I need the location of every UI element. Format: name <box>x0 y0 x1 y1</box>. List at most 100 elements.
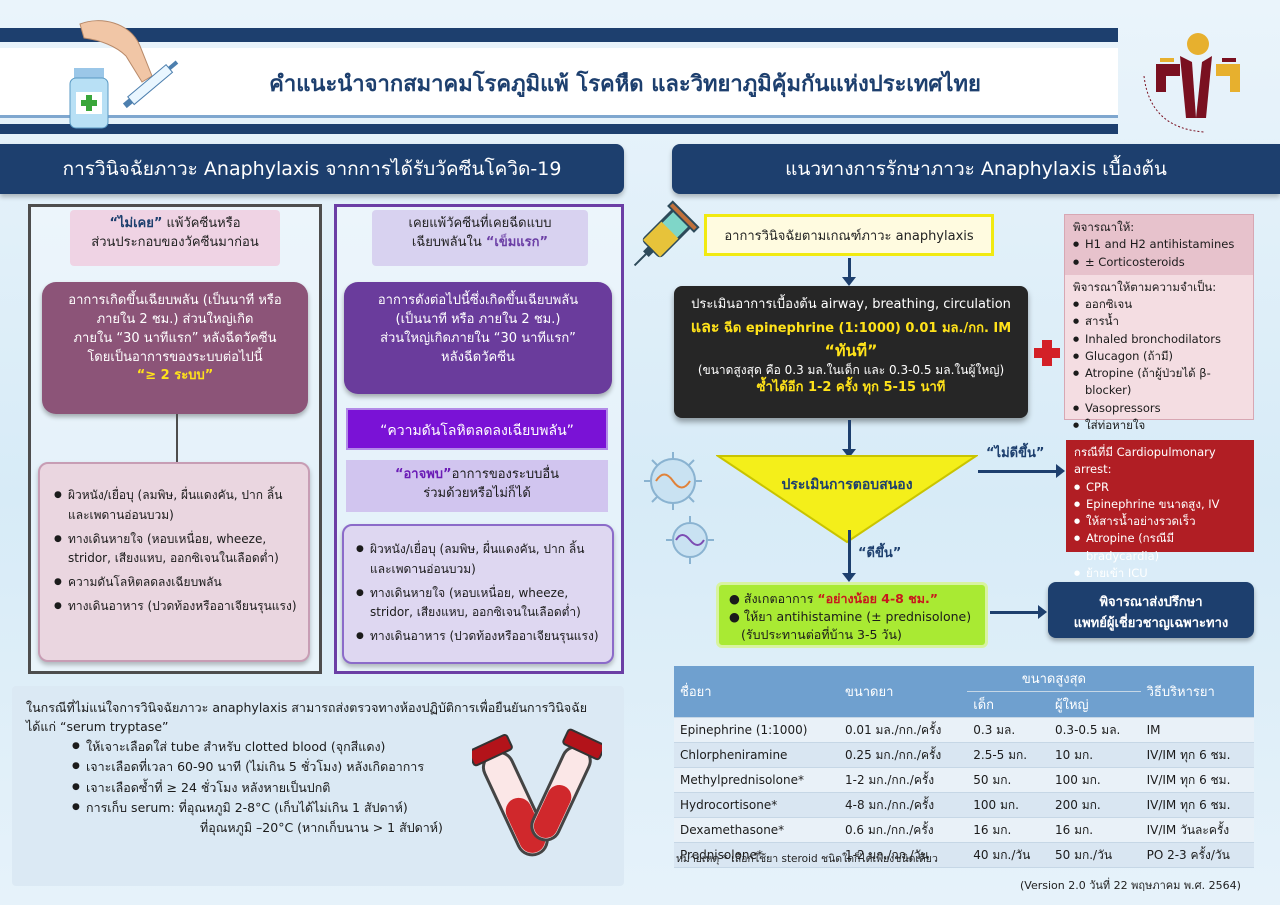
drug-dosage-table: ชื่อยา ขนาดยา ขนาดสูงสุด วิธีบริหารยา เด… <box>674 666 1254 868</box>
table-cell: 40 มก./วัน <box>967 842 1049 868</box>
arrow-refer <box>990 605 1047 619</box>
table-cell: 50 มก./วัน <box>1048 842 1141 868</box>
syringe-icon <box>633 200 700 267</box>
table-cell: 10 มก. <box>1048 742 1141 768</box>
previously-allergic-criteria: อาการดังต่อไปนี้ซึ่งเกิดขึ้นเฉียบพลัน (เ… <box>344 282 612 394</box>
table-cell: IV/IM วันละครั้ง <box>1140 817 1254 843</box>
consider-item: Atropine (ถ้าผู้ป่วยได้ β-blocker) <box>1073 365 1245 400</box>
header-band-bottom <box>0 124 1118 134</box>
page-title: คำแนะนำจากสมาคมโรคภูมิแพ้ โรคหืด และวิทย… <box>269 72 981 97</box>
table-cell: 200 มก. <box>1048 792 1141 818</box>
not-better-label: “ไม่ดีขึ้น” <box>986 446 1045 461</box>
table-cell: 4-8 มก./กก./ครั้ง <box>838 792 968 818</box>
arrow-down-2 <box>842 420 856 458</box>
symptom-item: ความดันโลหิตลดลงเฉียบพลัน <box>54 573 298 593</box>
consider-item: H1 and H2 antihistamines <box>1073 236 1245 253</box>
col-child: เด็ก <box>967 691 1049 718</box>
symptom-item: ทางเดินอาหาร (ปวดท้องหรืออาเจียนรุนแรง) <box>54 597 298 617</box>
arrow-better <box>842 530 856 582</box>
col-dose: ขนาดยา <box>838 666 968 718</box>
symptom-item: ผิวหนัง/เยื่อบุ (ลมพิษ, ผื่นแดงคัน, ปาก … <box>54 486 298 526</box>
vaccine-vial-icon <box>69 20 179 129</box>
consider-item: ± Corticosteroids <box>1073 254 1245 271</box>
consider-item: Glucagon (ถ้ามี) <box>1073 348 1245 365</box>
lab-instruction-item: เจาะเลือดที่เวลา 60-90 นาที (ไม่เกิน 5 ช… <box>72 757 624 776</box>
consider-item: Inhaled bronchodilators <box>1073 331 1245 348</box>
arrest-item: Atropine (กรณีมี bradycardia) <box>1074 530 1246 565</box>
two-systems-highlight: “≥ 2 ระบบ” <box>136 368 214 384</box>
consider-item: ใส่ท่อหายใจ <box>1073 417 1245 434</box>
header-band-main <box>0 48 1118 118</box>
initial-treatment-box: ประเมินอาการเบื้องต้น airway, breathing,… <box>674 286 1028 418</box>
arrest-item: CPR <box>1074 479 1246 496</box>
immediately-highlight: “ทันที” <box>824 340 878 360</box>
col-max: ขนาดสูงสุด <box>967 666 1141 692</box>
additional-treatment-box: พิจารณาให้: H1 and H2 antihistamines± Co… <box>1064 214 1254 432</box>
diagnosis-section-title: การวินิจฉัยภาวะ Anaphylaxis จากการได้รับ… <box>0 144 624 194</box>
symptom-item: ทางเดินหายใจ (หอบเหนื่อย, wheeze, strido… <box>54 530 298 570</box>
connector-line <box>176 414 178 464</box>
arrest-item: ให้สารน้ำอย่างรวดเร็ว <box>1074 513 1246 530</box>
refer-specialist-box: พิจารณาส่งปรึกษา แพทย์ผู้เชี่ยวชาญเฉพาะท… <box>1048 582 1254 638</box>
table-cell: 0.3-0.5 มล. <box>1048 717 1141 743</box>
diagnosis-criteria-box: อาการวินิจฉัยตามเกณฑ์ภาวะ anaphylaxis <box>704 214 994 256</box>
symptom-item: ผิวหนัง/เยื่อบุ (ลมพิษ, ผื่นแดงคัน, ปาก … <box>356 540 602 580</box>
better-label: “ดีขึ้น” <box>858 546 902 561</box>
table-cell: 1-2 มก./กก./ครั้ง <box>838 767 968 793</box>
table-cell: IV/IM ทุก 6 ชม. <box>1140 792 1254 818</box>
arrest-item: Epinephrine ขนาดสูง, IV <box>1074 496 1246 513</box>
table-cell: Hydrocortisone* <box>674 792 839 818</box>
table-cell: PO 2-3 ครั้ง/วัน <box>1140 842 1254 868</box>
table-cell: 100 มก. <box>1048 767 1141 793</box>
hypotension-box: “ความดันโลหิตลดลงเฉียบพลัน” <box>346 408 608 450</box>
lab-instruction-item: ให้เจาะเลือดใส่ tube สำหรับ clotted bloo… <box>72 737 624 756</box>
observe-box: ● สังเกตอาการ “อย่างน้อย 4-8 ชม.” ● ให้ย… <box>716 582 988 648</box>
table-cell: Prednisolone* <box>674 842 839 868</box>
table-cell: 1-2 มก./กก./วัน <box>838 842 968 868</box>
blood-tube-icon <box>472 728 602 857</box>
table-cell: 16 มก. <box>967 817 1049 843</box>
previously-allergic-header: เคยแพ้วัคซีนที่เคยฉีดแบบ เฉียบพลันใน “เข… <box>372 210 588 266</box>
table-cell: IV/IM ทุก 6 ชม. <box>1140 742 1254 768</box>
table-cell: 0.25 มก./กก./ครั้ง <box>838 742 968 768</box>
table-cell: 0.3 มล. <box>967 717 1049 743</box>
association-logo <box>1143 33 1240 133</box>
never-allergic-criteria: อาการเกิดขึ้นเฉียบพลัน (เป็นนาที หรือ ภา… <box>42 282 308 414</box>
virus-icon <box>644 452 702 510</box>
consider-item: สารน้ำ <box>1073 313 1245 330</box>
table-cell: Dexamethasone* <box>674 817 839 843</box>
arrow-down-1 <box>842 258 856 286</box>
table-cell: 0.6 มก./กก./ครั้ง <box>838 817 968 843</box>
may-find-box: “อาจพบ”อาการของระบบอื่น ร่วมด้วยหรือไม่ก… <box>346 460 608 512</box>
virus-icon <box>666 516 714 564</box>
lab-instruction-item: เจาะเลือดซ้ำที่ ≥ 24 ชั่วโมง หลังหายเป็น… <box>72 778 624 797</box>
col-drug: ชื่อยา <box>674 666 839 718</box>
table-cell: 100 มก. <box>967 792 1049 818</box>
table-cell: IV/IM ทุก 6 ชม. <box>1140 767 1254 793</box>
treatment-section-title: แนวทางการรักษาภาวะ Anaphylaxis เบื้องต้น <box>672 144 1280 194</box>
never-allergic-header: “ไม่เคย” แพ้วัคซีนหรือ ส่วนประกอบของวัคซ… <box>70 210 280 266</box>
symptom-list-a: ผิวหนัง/เยื่อบุ (ลมพิษ, ผื่นแดงคัน, ปาก … <box>38 462 310 662</box>
table-cell: 0.01 มล./กก./ครั้ง <box>838 717 968 743</box>
symptom-list-b: ผิวหนัง/เยื่อบุ (ลมพิษ, ผื่นแดงคัน, ปาก … <box>342 524 614 664</box>
version-text: (Version 2.0 วันที่ 22 พฤษภาคม พ.ศ. 2564… <box>1020 879 1241 892</box>
table-cell: 16 มก. <box>1048 817 1141 843</box>
consider-item: ออกซิเจน <box>1073 296 1245 313</box>
evaluate-response-triangle <box>716 455 978 544</box>
arrest-item: ย้ายเข้า ICU <box>1074 565 1246 582</box>
col-adult: ผู้ใหญ่ <box>1048 691 1141 718</box>
medical-cross-icon <box>1034 340 1060 366</box>
symptom-item: ทางเดินหายใจ (หอบเหนื่อย, wheeze, strido… <box>356 584 602 624</box>
col-route: วิธีบริหารยา <box>1140 666 1254 718</box>
table-cell: 2.5-5 มก. <box>967 742 1049 768</box>
table-cell: Methylprednisolone* <box>674 767 839 793</box>
consider-item: Vasopressors <box>1073 400 1245 417</box>
table-cell: IM <box>1140 717 1254 743</box>
table-cell: 50 มก. <box>967 767 1049 793</box>
